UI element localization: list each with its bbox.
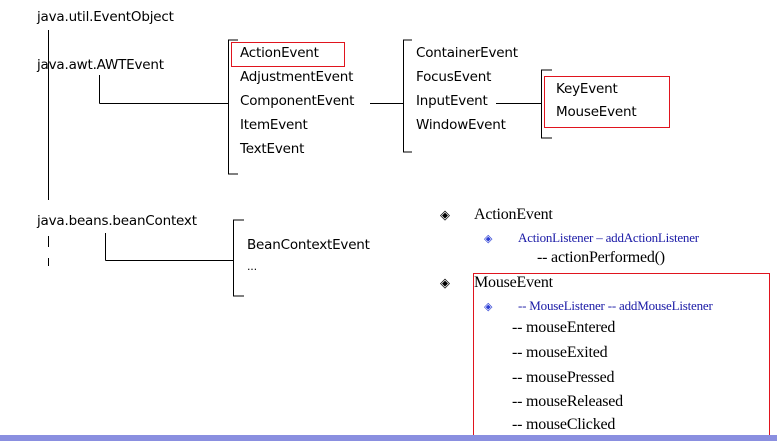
awt-child-adjustment: AdjustmentEvent — [240, 69, 354, 85]
note-action-method: -- actionPerformed() — [537, 249, 665, 266]
component-children-bracket — [403, 39, 412, 153]
event-object-label: java.util.EventObject — [37, 9, 174, 25]
note-mouse-method-clicked: -- mouseClicked — [512, 416, 616, 433]
note-mouse-method-pressed: -- mousePressed — [512, 369, 615, 386]
input-child-key: KeyEvent — [556, 81, 618, 97]
diamond-bullet-icon: ◈ — [440, 208, 450, 223]
beans-children-bracket — [233, 219, 244, 297]
note-mouse-method-exited: -- mouseExited — [512, 344, 608, 361]
awt-child-text: TextEvent — [240, 141, 305, 157]
beans-child-ellipsis: ... — [247, 260, 257, 273]
note-action-listener: ActionListener – addActionListener — [518, 230, 699, 245]
note-mouse-method-released: -- mouseReleased — [512, 393, 623, 410]
diamond-bullet-icon: ◈ — [484, 232, 493, 245]
diamond-bullet-icon: ◈ — [484, 300, 493, 313]
footer-rule — [0, 435, 777, 441]
note-mouse-listener: -- MouseListener -- addMouseListener — [518, 298, 713, 313]
component-child-focus: FocusEvent — [416, 69, 492, 85]
note-mouse-title: MouseEvent — [474, 274, 553, 291]
input-child-mouse: MouseEvent — [556, 104, 637, 120]
input-children-bracket — [541, 69, 552, 139]
component-child-container: ContainerEvent — [416, 45, 518, 61]
diamond-bullet-icon: ◈ — [440, 276, 450, 291]
awt-event-label: java.awt.AWTEvent — [37, 57, 164, 73]
beans-context-label: java.beans.beanContext — [37, 213, 197, 229]
awt-children-bracket — [228, 39, 238, 175]
action-event-highlight-box — [231, 42, 345, 67]
beans-child-beancontext: BeanContextEvent — [247, 237, 370, 253]
component-child-window: WindowEvent — [416, 117, 506, 133]
note-action-title: ActionEvent — [474, 206, 553, 223]
awt-child-component: ComponentEvent — [240, 93, 355, 109]
note-mouse-method-entered: -- mouseEntered — [512, 319, 616, 336]
awt-child-item: ItemEvent — [240, 117, 308, 133]
awt-child-action: ActionEvent — [240, 45, 319, 61]
key-mouse-highlight-box — [544, 76, 670, 128]
component-child-input: InputEvent — [416, 93, 488, 109]
